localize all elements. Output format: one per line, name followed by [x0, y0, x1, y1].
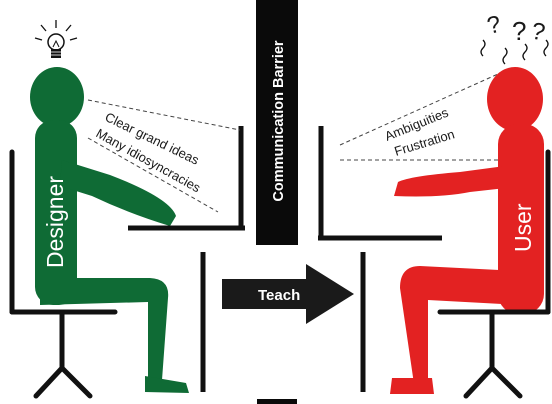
question-mark-2: ?: [512, 16, 526, 46]
teach-arrow: [222, 264, 354, 324]
designer-figure: [30, 67, 189, 393]
barrier-base-stub: [257, 399, 297, 404]
designer-chair: [9, 149, 118, 399]
user-arm: [394, 166, 506, 197]
teach-label: Teach: [258, 287, 300, 304]
user-torso: [498, 124, 544, 314]
communication-barrier-label: Communication Barrier: [271, 40, 287, 201]
designer-arm: [60, 160, 176, 226]
designer-head: [30, 67, 84, 127]
question-mark-3: ?: [529, 17, 548, 46]
user-leg: [400, 266, 540, 386]
designer-label: Designer: [42, 176, 68, 268]
user-figure: [390, 67, 544, 394]
user-thought-lines: [339, 73, 500, 161]
designer-leg: [40, 278, 169, 388]
user-desk: [318, 126, 442, 392]
lightbulb-icon: [34, 20, 78, 58]
question-marks-icon: ? ? ?: [480, 11, 549, 65]
question-mark-1: ?: [485, 11, 504, 40]
user-label: User: [510, 203, 536, 252]
user-shoe: [390, 378, 434, 394]
user-head: [487, 67, 543, 131]
user-chair: [437, 149, 551, 399]
designer-thought-lines: [87, 99, 241, 213]
designer-desk: [128, 126, 245, 392]
communication-barrier: [256, 0, 298, 245]
designer-shoe: [145, 376, 189, 393]
